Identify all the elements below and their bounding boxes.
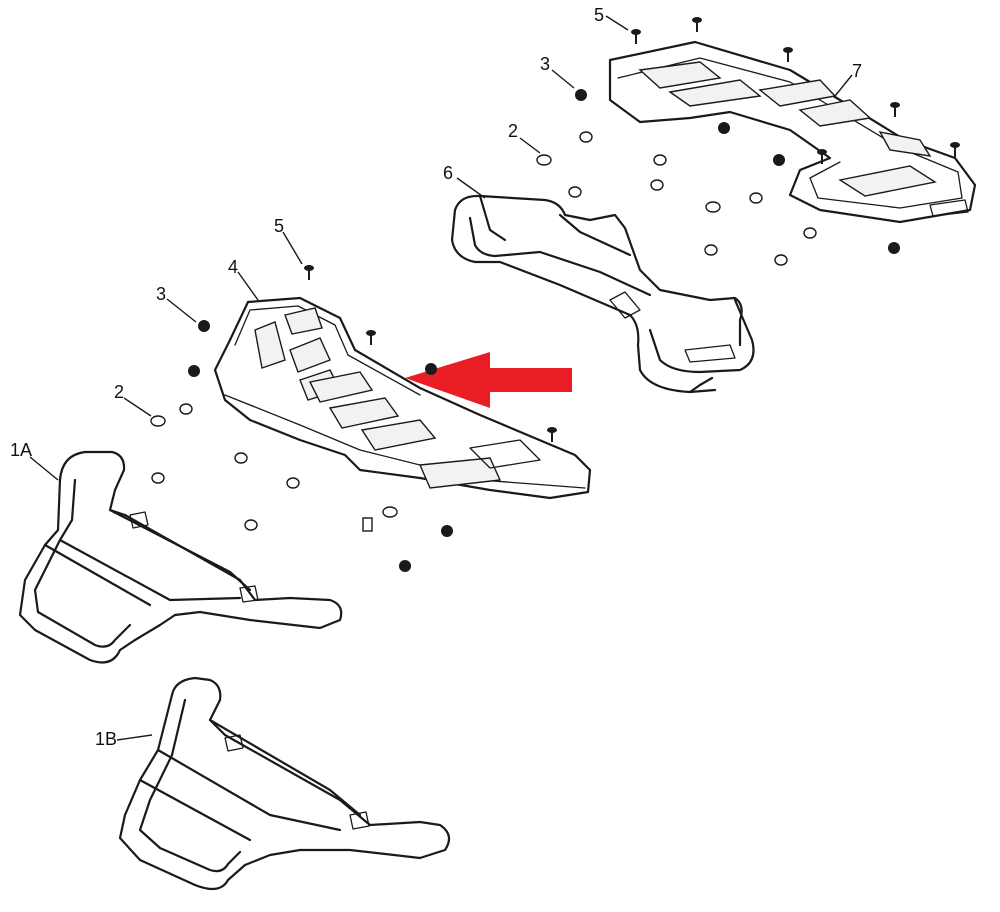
callout-7: 7	[852, 61, 862, 81]
nut	[198, 320, 210, 332]
bolt	[890, 102, 900, 117]
nut	[188, 365, 200, 377]
clip	[150, 415, 166, 427]
bolt	[547, 427, 557, 442]
rear-rack-frame	[450, 194, 755, 394]
clip	[803, 227, 817, 239]
bolt	[950, 142, 960, 157]
nut	[718, 122, 730, 134]
callout-3-top: 3	[540, 54, 550, 74]
highlight-arrow	[405, 352, 572, 408]
callout-5-mid: 5	[274, 216, 284, 236]
nut	[773, 154, 785, 166]
front-rack-frame-1a	[18, 450, 343, 664]
bolt	[631, 29, 641, 44]
callout-2-top: 2	[508, 121, 518, 141]
bolt	[783, 47, 793, 62]
callout-1b: 1B	[95, 729, 117, 749]
clip	[749, 192, 763, 204]
clip	[362, 517, 373, 532]
callout-3-mid: 3	[156, 284, 166, 304]
nut	[399, 560, 411, 572]
clip	[234, 452, 248, 464]
callout-4: 4	[228, 257, 238, 277]
front-rack-panel	[213, 296, 592, 500]
bolt	[366, 330, 376, 345]
nut	[575, 89, 587, 101]
clip	[650, 179, 664, 191]
nut	[425, 363, 437, 375]
bolt	[692, 17, 702, 32]
callout-labels: 5 3 7 2 6 5 4 3 2 1A 1B	[10, 5, 862, 749]
callout-2-mid: 2	[114, 382, 124, 402]
nuts-group	[188, 89, 900, 572]
clip	[705, 201, 721, 213]
front-rack-frame-1b	[118, 676, 451, 891]
bolt	[817, 149, 827, 164]
clip	[774, 254, 788, 266]
callout-6: 6	[443, 163, 453, 183]
clip	[286, 477, 300, 489]
clip	[382, 506, 398, 518]
nut	[441, 525, 453, 537]
nut	[888, 242, 900, 254]
clip	[568, 186, 582, 198]
clip	[179, 403, 193, 415]
clips-group	[150, 131, 817, 532]
clip	[536, 154, 552, 166]
clip	[704, 244, 718, 256]
bolts-group	[304, 17, 960, 442]
clip	[244, 519, 258, 531]
callout-5-top: 5	[594, 5, 604, 25]
clip	[151, 472, 165, 484]
callout-1a: 1A	[10, 440, 32, 460]
clip	[653, 154, 667, 166]
callout-leaders	[29, 15, 853, 741]
clip	[579, 131, 593, 143]
rear-rack-panel	[608, 40, 977, 224]
bolt	[304, 265, 314, 280]
